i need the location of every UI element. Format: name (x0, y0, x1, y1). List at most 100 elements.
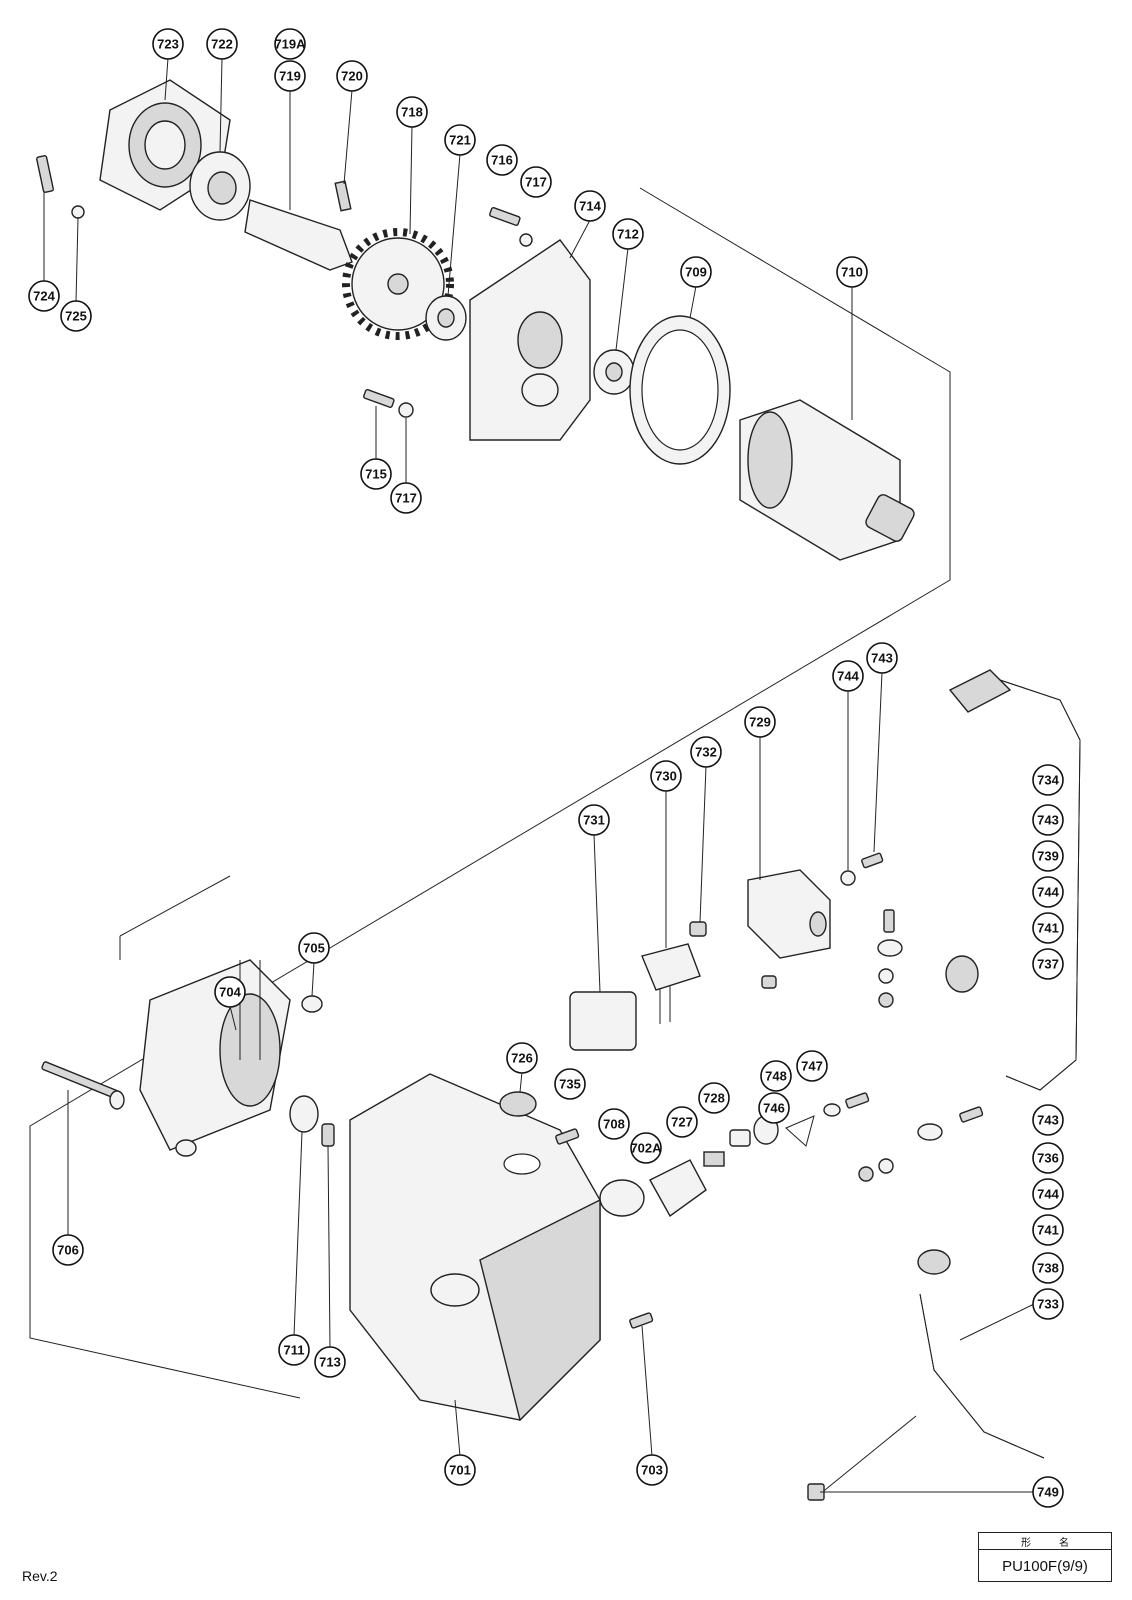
revision-label: Rev.2 (22, 1568, 58, 1584)
callout-725: 725 (60, 300, 92, 332)
callout-label: 744 (1037, 1187, 1059, 1202)
callout-label: 730 (655, 769, 677, 784)
callout-circle (574, 190, 606, 222)
callout-label: 723 (157, 37, 179, 52)
switch-part-730 (641, 943, 701, 1024)
callout-723: 723 (152, 28, 184, 60)
callout-label: 717 (395, 491, 417, 506)
washer-part-708 (599, 1179, 645, 1217)
callout-721: 721 (444, 124, 476, 156)
screw-part-743-top (861, 852, 884, 869)
callout-708: 708 (598, 1108, 630, 1140)
washer-part-706 (109, 1090, 125, 1110)
callout-738: 738 (1032, 1252, 1064, 1284)
callout-718: 718 (396, 96, 428, 128)
callout-label: 709 (685, 265, 707, 280)
motor-housing-part (349, 1073, 601, 1422)
callout-circle (680, 256, 712, 288)
gear-part (342, 228, 454, 340)
callout-726: 726 (506, 1042, 538, 1074)
assembly-frame-upper (29, 187, 951, 1399)
cord-part-733 (919, 1293, 1045, 1459)
callout-737: 737 (1032, 948, 1064, 980)
callout-label: 720 (341, 69, 363, 84)
washer-part-717 (519, 233, 533, 247)
armature-part (739, 399, 915, 561)
callout-744: 744 (1032, 876, 1064, 908)
callout-702A: 702A (630, 1132, 662, 1164)
callout-circle (832, 660, 864, 692)
inner-cover-part (469, 239, 591, 441)
callout-label: 719 (279, 69, 301, 84)
callout-729: 729 (744, 706, 776, 738)
fan-guide-part (629, 315, 731, 465)
washer-part-744-mid (878, 968, 894, 984)
screw-part-732 (689, 921, 707, 937)
callout-circle (1032, 804, 1064, 836)
callout-label: 743 (871, 651, 893, 666)
bearing-part-712 (593, 349, 635, 395)
callout-736: 736 (1032, 1142, 1064, 1174)
callout-circle (666, 1106, 698, 1138)
callout-label: 715 (365, 467, 387, 482)
callout-circle (396, 96, 428, 128)
callout-circle (760, 1060, 792, 1092)
callout-720: 720 (336, 60, 368, 92)
callout-circle (758, 1092, 790, 1124)
callout-circle (52, 1234, 84, 1266)
callout-label: 710 (841, 265, 863, 280)
cap-part-726 (499, 1091, 537, 1117)
callout-label: 701 (449, 1463, 471, 1478)
callout-735: 735 (554, 1068, 586, 1100)
callout-circle (1032, 1178, 1064, 1210)
callout-706: 706 (52, 1234, 84, 1266)
callout-label: 712 (617, 227, 639, 242)
callout-717: 717 (390, 482, 422, 514)
pin-part-713 (321, 1123, 335, 1147)
callout-circle (836, 256, 868, 288)
callout-circle (520, 166, 552, 198)
callout-714: 714 (574, 190, 606, 222)
callout-705: 705 (298, 932, 330, 964)
callout-label: 737 (1037, 957, 1059, 972)
callout-circle (1032, 948, 1064, 980)
callout-circle (578, 804, 610, 836)
callout-733: 733 (1032, 1288, 1064, 1320)
callout-circle (612, 218, 644, 250)
callout-circle (28, 280, 60, 312)
callout-label: 727 (671, 1115, 693, 1130)
callout-circle (336, 60, 368, 92)
callout-circle (1032, 1142, 1064, 1174)
callout-circle (314, 1346, 346, 1378)
callout-circle (630, 1132, 662, 1164)
callout-741: 741 (1032, 912, 1064, 944)
callout-713: 713 (314, 1346, 346, 1378)
bearing-part-721 (425, 295, 467, 341)
callout-circle (444, 124, 476, 156)
callout-701: 701 (444, 1454, 476, 1486)
callout-label: 733 (1037, 1297, 1059, 1312)
clamp-part-739 (877, 939, 903, 957)
brush-holder-part-702A (649, 1159, 707, 1218)
screw-part-743-low (959, 1106, 984, 1123)
callout-label: 731 (583, 813, 605, 828)
switch-part-731 (569, 991, 637, 1051)
callout-circle (278, 1334, 310, 1366)
model-header-right: 名 (1059, 1537, 1069, 1549)
callout-711: 711 (278, 1334, 310, 1366)
callout-label: 736 (1037, 1151, 1059, 1166)
callout-circle (796, 1050, 828, 1082)
callout-label: 713 (319, 1355, 341, 1370)
callout-label: 747 (801, 1059, 823, 1074)
model-header: 形 名 (979, 1533, 1111, 1550)
callout-circle (444, 1454, 476, 1486)
screw-part-724 (36, 155, 54, 193)
screw-part-743-mid (883, 909, 895, 933)
callout-label: 706 (57, 1243, 79, 1258)
callout-label: 704 (219, 985, 241, 1000)
callout-label: 743 (1037, 813, 1059, 828)
callout-label: 722 (211, 37, 233, 52)
washer-part-717b (398, 402, 414, 418)
callout-label: 705 (303, 941, 325, 956)
callout-704: 704 (214, 976, 246, 1008)
